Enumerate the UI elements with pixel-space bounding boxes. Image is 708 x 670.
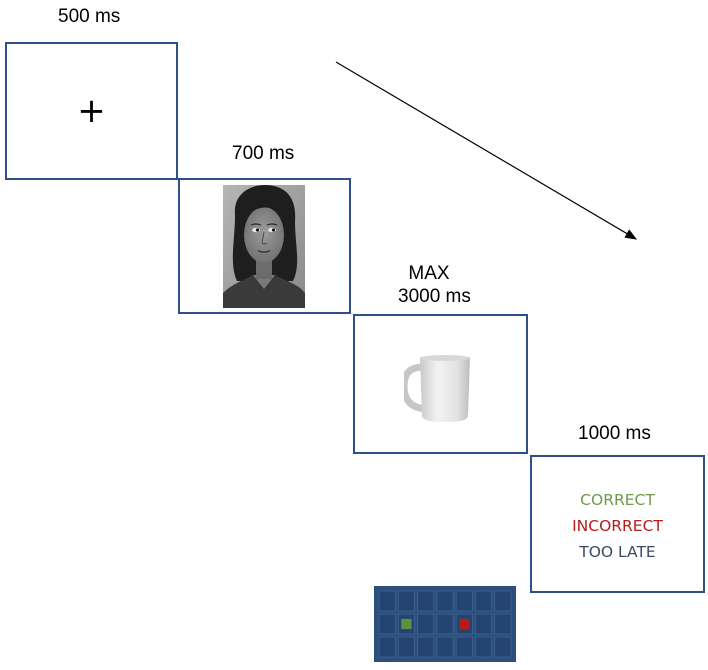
- feedback-duration-label: 1000 ms: [578, 423, 651, 444]
- keypad-key: [494, 636, 512, 658]
- keypad-key-green: [401, 618, 412, 630]
- keypad-key: [378, 613, 396, 635]
- keypad-key: [417, 636, 435, 658]
- mug-image: [404, 355, 470, 422]
- feedback-frame: CORRECT INCORRECT TOO LATE: [530, 455, 705, 593]
- fixation-cross: +: [77, 91, 106, 131]
- keypad-key: [475, 613, 493, 635]
- response-keypad: [374, 586, 516, 662]
- fixation-duration-label: 500 ms: [58, 6, 121, 27]
- keypad-key: [417, 613, 435, 635]
- feedback-too-late: TOO LATE: [579, 543, 656, 561]
- keypad-key: [494, 590, 512, 612]
- face-duration-label: 700 ms: [232, 143, 295, 164]
- keypad-key-red: [459, 618, 470, 630]
- face-photo: [223, 185, 305, 308]
- feedback-correct: CORRECT: [580, 491, 655, 509]
- target-duration-max: MAX: [408, 263, 450, 284]
- target-duration-value: 3000 ms: [398, 286, 471, 307]
- fixation-frame: +: [5, 42, 178, 180]
- face-frame: [178, 178, 351, 314]
- keypad-key: [475, 636, 493, 658]
- keypad-key: [494, 613, 512, 635]
- keypad-key: [455, 636, 473, 658]
- keypad-key: [455, 590, 473, 612]
- keypad-key: [436, 613, 454, 635]
- keypad-key: [378, 590, 396, 612]
- target-frame: [353, 314, 528, 454]
- keypad-key: [417, 590, 435, 612]
- feedback-incorrect: INCORRECT: [572, 517, 663, 535]
- keypad-key: [397, 636, 415, 658]
- keypad-key: [397, 590, 415, 612]
- target-duration-label: MAX 3000 ms: [398, 262, 471, 308]
- keypad-key: [378, 636, 396, 658]
- keypad-key: [475, 590, 493, 612]
- keypad-key: [436, 636, 454, 658]
- keypad-key: [436, 590, 454, 612]
